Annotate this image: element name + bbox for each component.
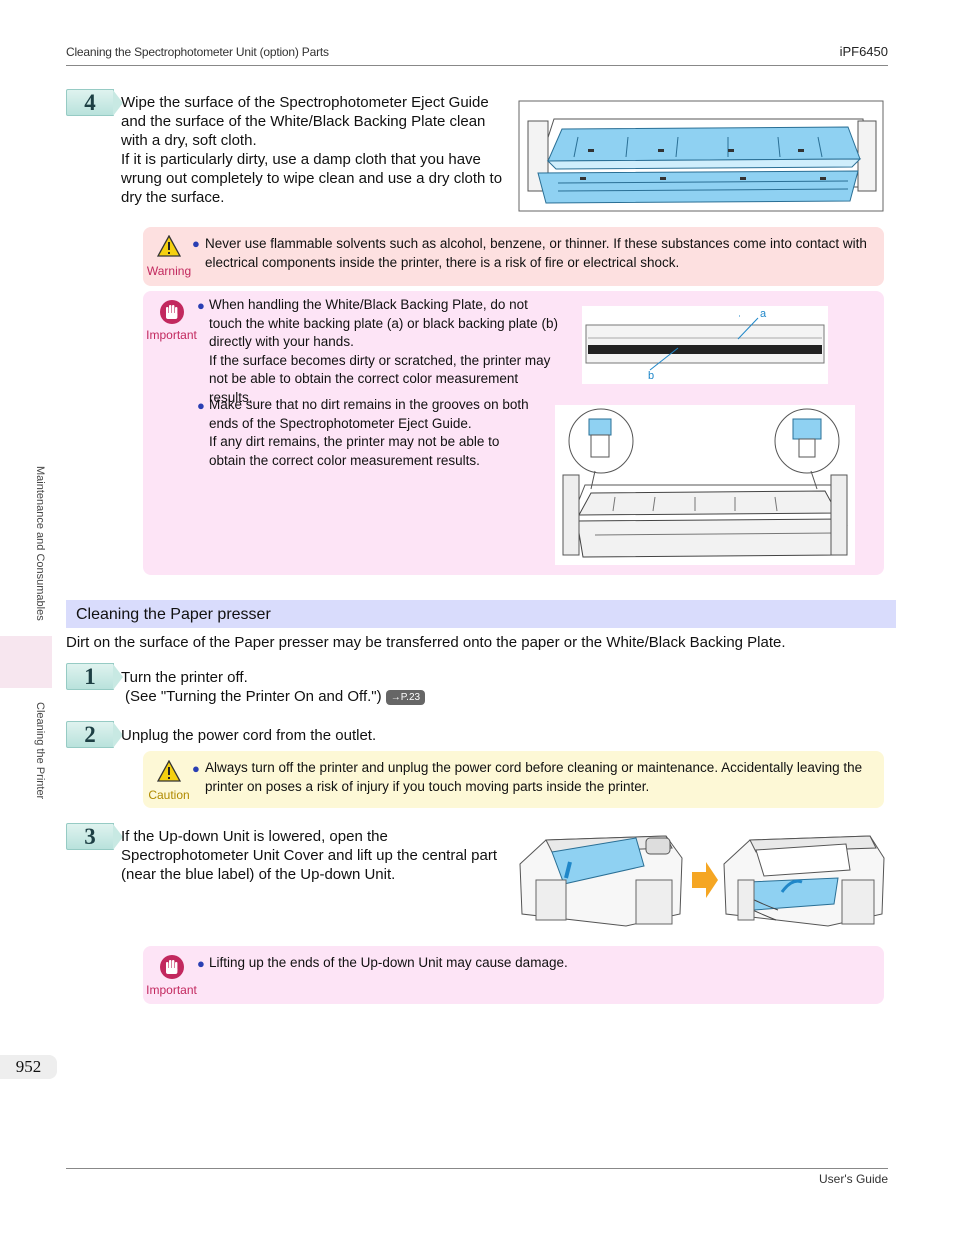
footer-guide-title: User's Guide [819,1172,888,1186]
footer-divider [66,1168,888,1169]
important-hand-icon [160,955,184,979]
important-bullet-1: When handling the White/Black Backing Pl… [209,297,558,405]
section-intro: Dirt on the surface of the Paper presser… [66,634,786,651]
step-3-text: If the Up-down Unit is lowered, open the… [121,828,498,883]
bullet-icon: ● [197,956,205,971]
important-label: Important [146,328,197,342]
warning-text: Never use flammable solvents such as alc… [205,236,867,270]
warning-label: Warning [146,264,192,278]
header-section-title: Cleaning the Spectrophotometer Unit (opt… [66,45,329,59]
section-title: Cleaning the Paper presser [76,606,271,623]
bullet-icon: ● [192,236,200,251]
backing-plate-illustration: a b [582,306,828,384]
caution-label: Caution [148,788,190,802]
important-text: Lifting up the ends of the Up-down Unit … [209,955,568,970]
step-number: 3 [66,823,123,850]
side-nav-active-tab [0,636,52,688]
printer-unit-cover-illustration [519,835,885,927]
caution-box [143,751,884,808]
bullet-icon: ● [192,761,200,776]
step-4-text: Wipe the surface of the Spectrophotomete… [121,94,503,206]
bullet-icon: ● [197,398,205,413]
important-box [143,946,884,1004]
important-label: Important [146,983,197,997]
caution-triangle-icon [157,760,181,782]
section-heading-bar [66,600,896,628]
important-bullet-2: Make sure that no dirt remains in the gr… [209,397,529,468]
warning-box [143,227,884,286]
header-model: iPF6450 [839,44,888,59]
step-2-text: Unplug the power cord from the outlet. [121,727,377,744]
step-1-text: Turn the printer off. [121,669,248,686]
callout-b-label: b [648,370,654,382]
side-nav-subchapter[interactable]: Cleaning the Printer [34,702,46,800]
side-nav-chapter[interactable]: Maintenance and Consumables [34,466,46,621]
header-divider [66,65,888,66]
bullet-icon: ● [197,298,205,313]
eject-guide-illustration [518,100,884,212]
caution-text: Always turn off the printer and unplug t… [205,760,863,794]
important-hand-icon [160,300,184,324]
warning-triangle-icon [157,235,181,257]
step-number: 2 [66,721,123,748]
step-number: 1 [66,663,123,690]
page-number: 952 [0,1055,57,1079]
step-number: 4 [66,89,123,116]
step-1-reference: (See "Turning the Printer On and Off.") … [125,687,625,706]
eject-guide-grooves-illustration [555,405,855,565]
callout-a-label: a [760,308,767,320]
page-link-badge[interactable]: →P.23 [385,689,426,705]
